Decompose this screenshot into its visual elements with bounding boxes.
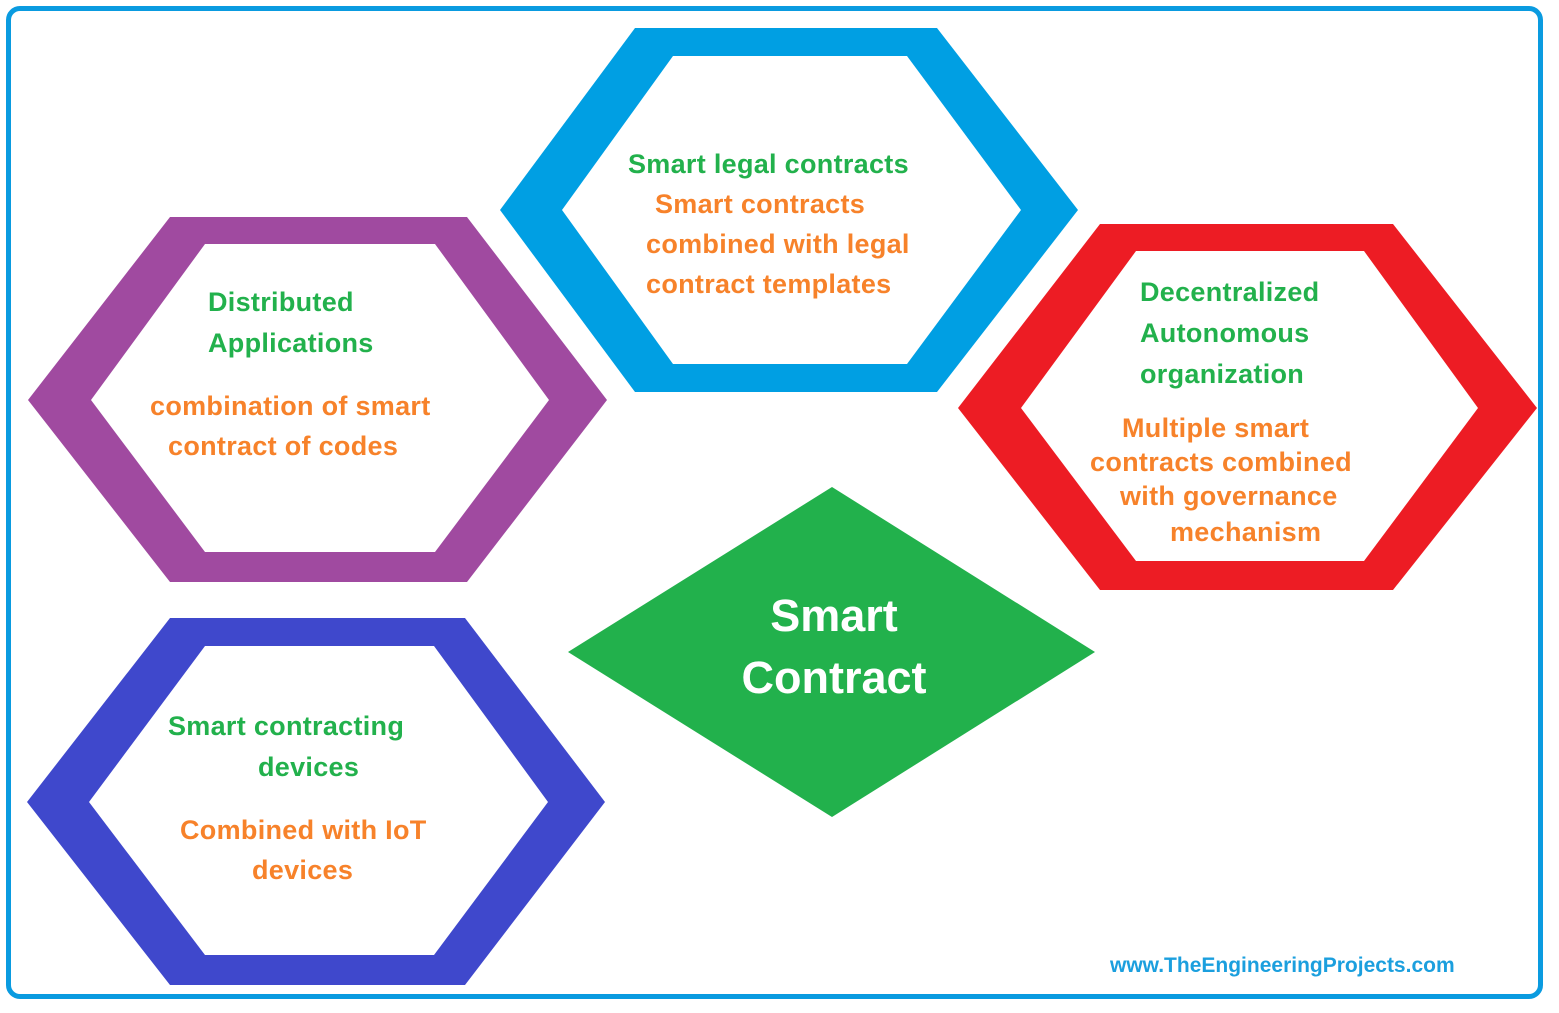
hexagon-decentralized-autonomous-organization-inner bbox=[1021, 251, 1478, 561]
legal-title: Smart legal contracts bbox=[628, 149, 909, 179]
hexagon-distributed-applications-inner bbox=[91, 244, 549, 552]
hexagon-smart-legal-contracts-inner bbox=[562, 56, 1021, 364]
legal-desc-line-2: combined with legal bbox=[646, 229, 910, 259]
dapps-title-line-2: Applications bbox=[208, 328, 374, 358]
devices-desc-line-2: devices bbox=[252, 855, 354, 885]
diagram-frame bbox=[6, 6, 1543, 999]
legal-desc-line-1: Smart contracts bbox=[655, 189, 866, 219]
devices-title-line-2: devices bbox=[258, 752, 360, 782]
dao-desc-line-3: with governance bbox=[1120, 481, 1338, 511]
center-label-line-1: Smart bbox=[770, 590, 898, 641]
center-label: Smart Contract bbox=[669, 585, 999, 709]
dao-desc-line-1: Multiple smart bbox=[1122, 413, 1310, 443]
devices-title-line-1: Smart contracting bbox=[168, 711, 405, 741]
devices-desc-line-1: Combined with IoT bbox=[180, 815, 427, 845]
hexagon-smart-contracting-devices-inner bbox=[89, 646, 548, 955]
dao-desc-line-2: contracts combined bbox=[1090, 447, 1352, 477]
dao-title-line-3: organization bbox=[1140, 359, 1305, 389]
dapps-title-line-1: Distributed bbox=[208, 287, 354, 317]
smart-contract-diamond bbox=[568, 487, 1095, 817]
dao-title-line-1: Decentralized bbox=[1140, 277, 1320, 307]
center-label-line-2: Contract bbox=[741, 652, 927, 703]
website-link[interactable]: www.TheEngineeringProjects.com bbox=[1110, 954, 1455, 977]
legal-desc-line-3: contract templates bbox=[646, 269, 892, 299]
dapps-desc-line-2: contract of codes bbox=[168, 431, 399, 461]
dao-title-line-2: Autonomous bbox=[1140, 318, 1310, 348]
dao-desc-line-4: mechanism bbox=[1170, 517, 1322, 547]
dapps-desc-line-1: combination of smart bbox=[150, 391, 431, 421]
